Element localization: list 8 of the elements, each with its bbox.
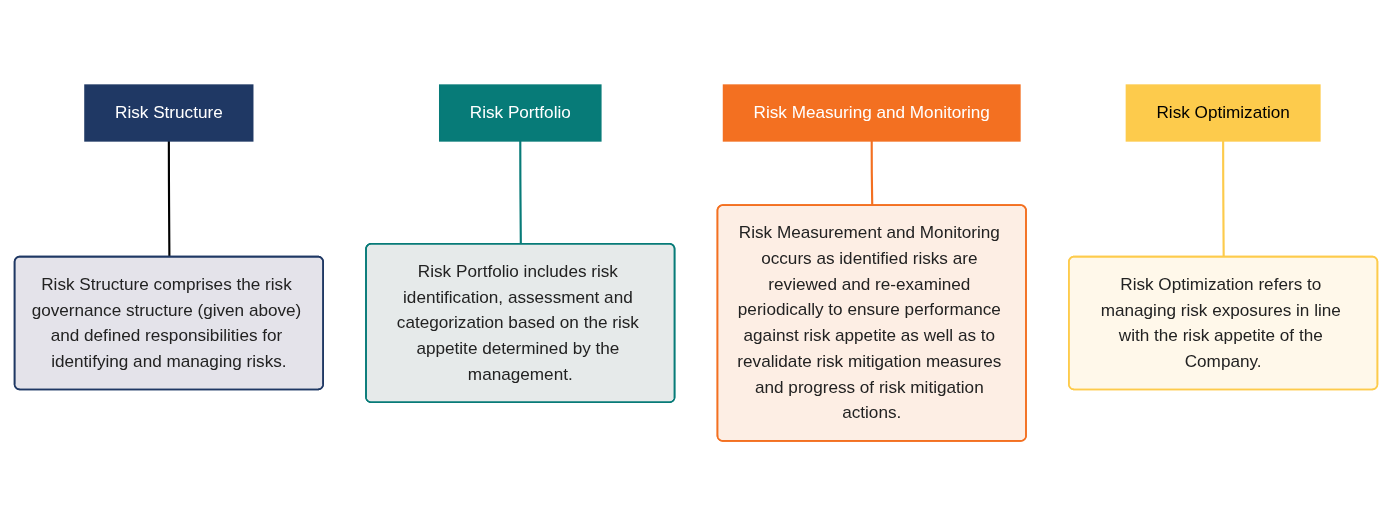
node-box: Risk Portfolio: [439, 84, 602, 142]
node-box: Risk Optimization: [1125, 84, 1321, 142]
connector: [870, 140, 874, 206]
connector: [519, 140, 522, 245]
node-box: Risk Measuring and Monitoring: [722, 84, 1021, 142]
node-box: Risk Structure: [84, 84, 254, 142]
connector: [167, 140, 171, 258]
connector: [1222, 140, 1225, 258]
